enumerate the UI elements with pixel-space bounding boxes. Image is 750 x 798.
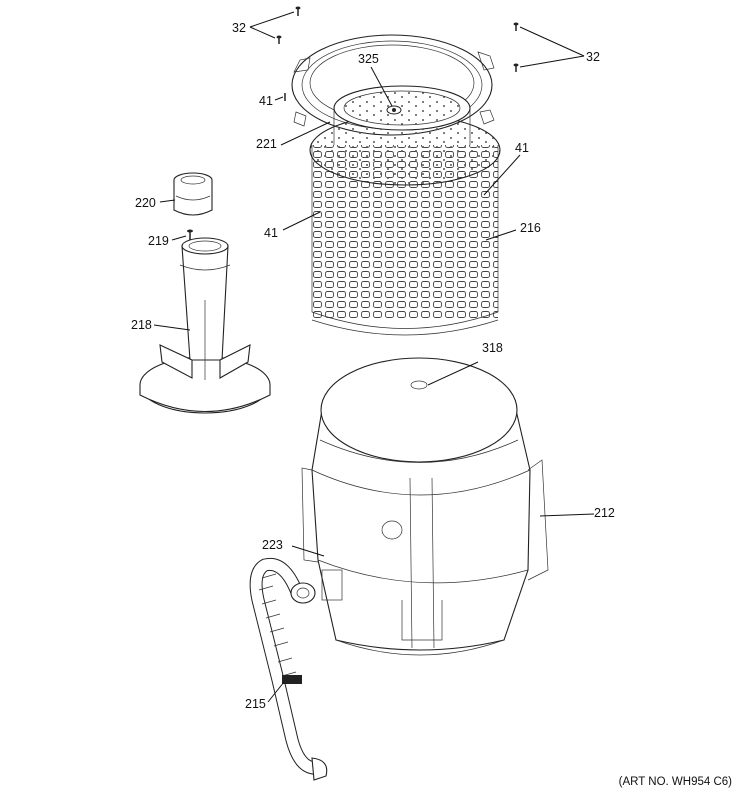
callout-318: 318	[482, 341, 503, 355]
agitator-post-218	[139, 237, 271, 414]
hose-clamp-223	[290, 582, 316, 604]
callout-223: 223	[262, 538, 283, 552]
screw-32-left-a	[295, 6, 301, 16]
callout-41-top: 41	[259, 94, 273, 108]
drain-hose-215	[249, 557, 328, 781]
callout-218: 218	[131, 318, 152, 332]
callout-41-right: 41	[515, 141, 529, 155]
wash-basket-216	[309, 85, 501, 336]
callout-220: 220	[135, 196, 156, 210]
outer-tub-212	[301, 357, 549, 656]
callout-32-right: 32	[586, 50, 600, 64]
callout-216: 216	[520, 221, 541, 235]
screw-32-right-b	[513, 63, 519, 72]
callout-32-left: 32	[232, 21, 246, 35]
art-number: (ART NO. WH954 C6)	[618, 776, 732, 788]
callout-325: 325	[358, 52, 379, 66]
callout-219: 219	[148, 234, 169, 248]
coupler-220	[173, 172, 213, 216]
screw-32-left-b	[276, 35, 282, 44]
callout-41-left: 41	[264, 226, 278, 240]
screw-219	[187, 229, 193, 240]
callout-221: 221	[256, 137, 277, 151]
callout-215: 215	[245, 697, 266, 711]
screw-32-right-a	[513, 22, 519, 31]
callout-212: 212	[594, 506, 615, 520]
